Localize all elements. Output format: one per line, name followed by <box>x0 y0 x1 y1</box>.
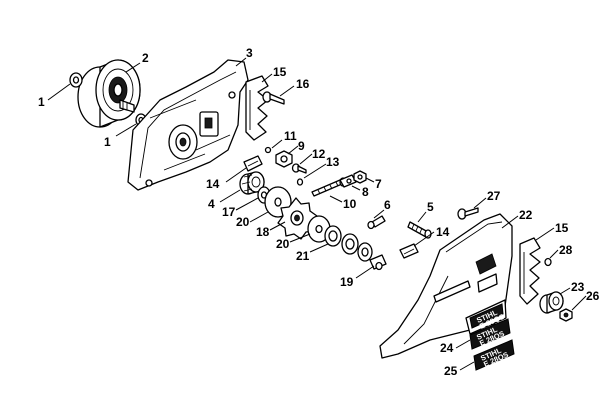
callout-17: 17 <box>222 205 236 219</box>
callout-15-upper: 15 <box>273 65 287 79</box>
callout-23: 23 <box>571 280 585 294</box>
part-16-screw <box>262 91 285 105</box>
part-21-washers <box>324 225 373 262</box>
callout-14-upper: 14 <box>206 177 220 191</box>
callout-28: 28 <box>559 243 573 257</box>
part-13-pin <box>296 178 304 186</box>
callout-14-lower: 14 <box>436 225 450 239</box>
callout-1-left: 1 <box>38 95 45 109</box>
part-5-long-stud <box>407 221 432 239</box>
part-14-bracket-upper <box>243 155 263 172</box>
callout-27: 27 <box>487 189 501 203</box>
callout-25: 25 <box>444 364 458 378</box>
part-25-plate: STIHL E 28QS <box>473 339 515 371</box>
callout-19: 19 <box>340 275 354 289</box>
part-15-plate-lower <box>519 237 541 305</box>
part-2-clutch-drum <box>77 59 141 128</box>
part-23-bushing <box>539 291 564 314</box>
callout-18: 18 <box>256 225 270 239</box>
part-9-nut <box>275 150 293 168</box>
callout-26: 26 <box>586 289 600 303</box>
callout-12: 12 <box>312 147 326 161</box>
callout-22: 22 <box>519 208 533 222</box>
callout-9: 9 <box>298 139 305 153</box>
part-1-washer-left <box>69 72 83 88</box>
callout-6: 6 <box>384 198 391 212</box>
part-26-nut <box>559 308 573 322</box>
callout-13: 13 <box>326 155 340 169</box>
callout-5: 5 <box>427 200 434 214</box>
callout-4: 4 <box>208 197 215 211</box>
part-7-nut <box>353 170 367 184</box>
part-19-screw <box>369 254 387 271</box>
callout-21: 21 <box>296 249 310 263</box>
part-6-stud <box>367 215 386 230</box>
callout-2: 2 <box>142 51 149 65</box>
callout-15-lower: 15 <box>555 221 569 235</box>
callout-7: 7 <box>375 177 382 191</box>
callout-8: 8 <box>362 185 369 199</box>
callout-16: 16 <box>296 77 310 91</box>
part-22-sprocket-cover: STIHL E 28QS <box>379 213 513 359</box>
callout-1-right: 1 <box>104 135 111 149</box>
callout-11: 11 <box>284 129 297 143</box>
part-27-screw <box>457 207 479 220</box>
part-18-sprocket <box>277 197 318 240</box>
leader-lines <box>47 57 587 371</box>
callout-24: 24 <box>440 341 454 355</box>
callout-20-lower: 20 <box>276 237 290 251</box>
part-3-housing <box>127 59 249 191</box>
part-28-pin <box>544 257 552 267</box>
callout-labels: 1 1 2 3 4 5 6 7 8 9 10 11 12 13 14 14 15… <box>38 46 600 378</box>
part-8-tensioner <box>339 174 357 188</box>
callout-3: 3 <box>246 46 253 60</box>
callout-10: 10 <box>343 197 357 211</box>
part-14-bracket-lower <box>399 243 419 259</box>
part-11-ball <box>264 146 272 154</box>
part-15-plate-upper <box>245 75 269 141</box>
callout-20-upper: 20 <box>236 215 250 229</box>
part-12-bolt <box>291 163 307 174</box>
